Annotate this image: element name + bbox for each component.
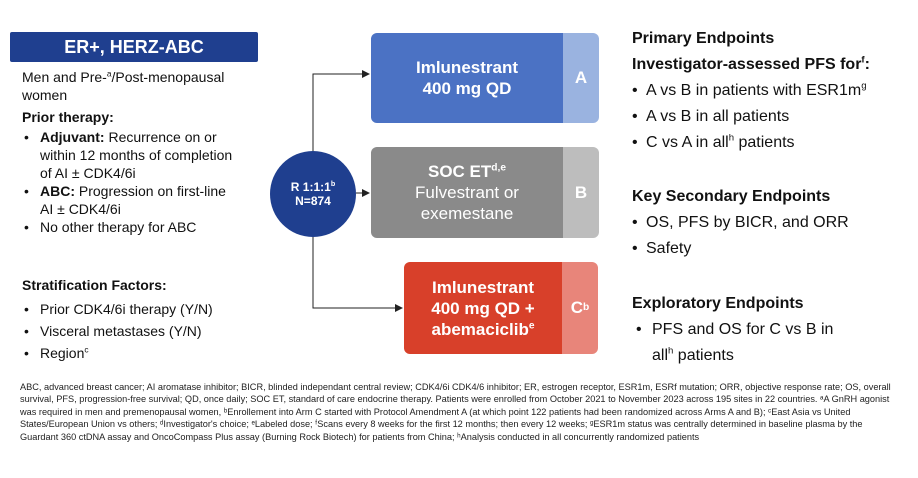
list-item: Adjuvant: Recurrence on or within 12 mon… — [22, 128, 272, 182]
stratification-title: Stratification Factors: — [22, 277, 167, 293]
arm-b-label: SOC ETd,e Fulvestrant or exemestane — [371, 147, 563, 238]
arm-a-label: Imlunestrant 400 mg QD — [371, 33, 563, 123]
connector-to-arm-a — [312, 70, 370, 151]
primary-endpoints-subtitle: Investigator-assessed PFS forf: — [632, 54, 870, 73]
population-description: Men and Pre-a/Post-menopausal women — [22, 68, 225, 103]
list-item: A vs B in patients with ESR1mg — [632, 78, 867, 104]
secondary-endpoints-list: OS, PFS by BICR, and ORR Safety — [632, 210, 849, 262]
list-item: Prior CDK4/6i therapy (Y/N) — [22, 298, 213, 320]
list-item: Regionc — [22, 342, 213, 364]
arm-b-box: SOC ETd,e Fulvestrant or exemestane B — [371, 147, 599, 238]
list-item: No other therapy for ABC — [22, 218, 272, 236]
primary-endpoints-title: Primary Endpoints — [632, 30, 775, 47]
list-item: C vs A in allh patients — [632, 130, 867, 156]
list-item: Visceral metastases (Y/N) — [22, 320, 213, 342]
list-item: Safety — [632, 236, 849, 262]
arm-b-tag: B — [563, 147, 599, 238]
population-header: ER+, HERZ-ABC — [10, 32, 258, 62]
randomization-circle: R 1:1:1b N=874 — [270, 151, 356, 237]
list-item: PFS and OS for C vs B in allh patients — [636, 317, 833, 369]
exploratory-endpoints-title: Exploratory Endpoints — [632, 295, 804, 312]
list-item: OS, PFS by BICR, and ORR — [632, 210, 849, 236]
exploratory-endpoints-list: PFS and OS for C vs B in allh patients — [636, 317, 833, 369]
list-item: A vs B in all patients — [632, 104, 867, 130]
arm-c-label: Imlunestrant 400 mg QD + abemaciclibe — [404, 262, 562, 354]
connector-to-arm-c — [312, 237, 403, 312]
footnote: ABC, advanced breast cancer; AI aromatas… — [20, 382, 891, 442]
stratification-list: Prior CDK4/6i therapy (Y/N) Visceral met… — [22, 298, 213, 364]
primary-endpoints-list: A vs B in patients with ESR1mg A vs B in… — [632, 78, 867, 156]
arm-a-box: Imlunestrant 400 mg QD A — [371, 33, 599, 123]
secondary-endpoints-title: Key Secondary Endpoints — [632, 188, 831, 205]
prior-therapy-title: Prior therapy: — [22, 109, 114, 125]
list-item: ABC: Progression on first-line AI ± CDK4… — [22, 182, 272, 218]
prior-therapy-list: Adjuvant: Recurrence on or within 12 mon… — [22, 128, 272, 236]
arm-a-tag: A — [563, 33, 599, 123]
